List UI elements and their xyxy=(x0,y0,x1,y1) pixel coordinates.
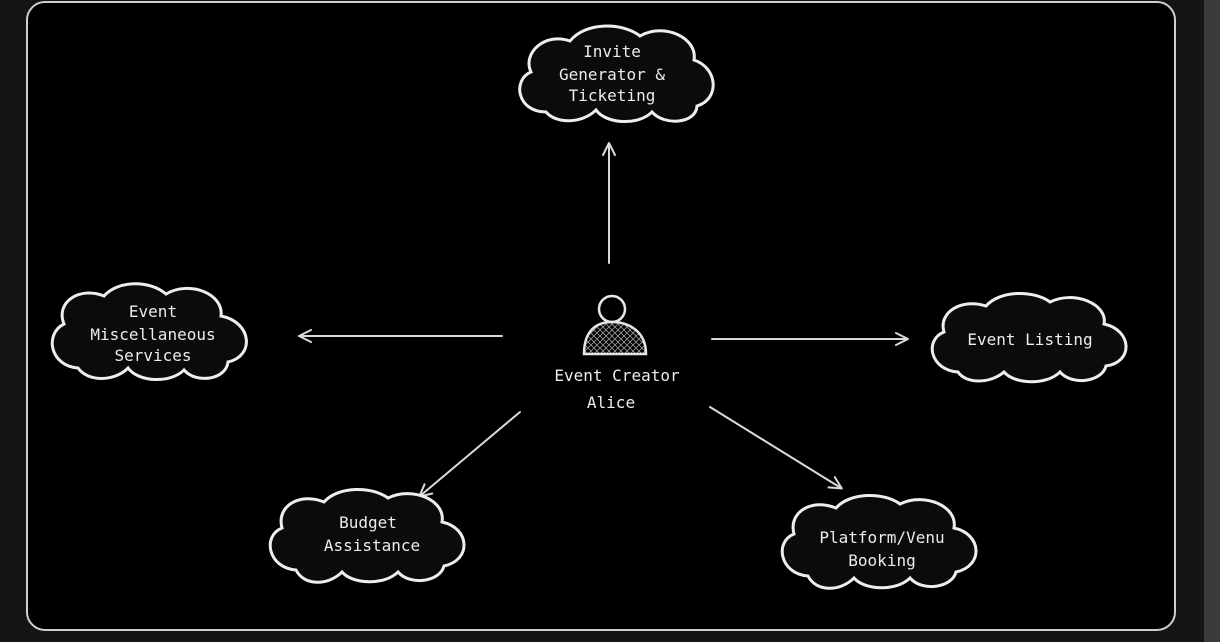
node-platform-venu-booking: Platform/Venu Booking xyxy=(780,493,978,590)
actor-name-label: Alice xyxy=(587,393,635,412)
node-budget-assistance: Budget Assistance xyxy=(268,487,466,584)
cloud-shape xyxy=(50,282,248,382)
node-label-line-2: Miscellaneous xyxy=(90,325,215,344)
cloud-shape xyxy=(268,487,466,584)
actor-body-icon xyxy=(582,320,648,356)
cloud-shape xyxy=(930,291,1128,384)
node-label-line-1: Event Listing xyxy=(967,330,1092,349)
cloud-shape xyxy=(780,493,978,590)
node-label-line-3: Services xyxy=(114,346,191,365)
node-label-line-1: Invite xyxy=(583,42,641,61)
right-edge-panel xyxy=(1204,0,1220,642)
node-label-line-2: Booking xyxy=(848,551,915,570)
node-label-line-2: Generator & xyxy=(559,65,665,84)
node-invite-generator-ticketing: Invite Generator & Ticketing xyxy=(518,24,715,124)
node-label-line-3: Ticketing xyxy=(569,86,656,105)
node-event-listing: Event Listing xyxy=(930,291,1128,384)
arrow-to-budget xyxy=(418,411,521,498)
actor-role-label: Event Creator xyxy=(554,366,680,385)
cloud-shape xyxy=(518,24,715,124)
node-label-line-1: Budget xyxy=(339,513,397,532)
actor-head-icon xyxy=(597,294,627,324)
node-label-line-1: Event xyxy=(129,302,177,321)
arrow-to-platform xyxy=(709,406,843,490)
node-event-misc-services: Event Miscellaneous Services xyxy=(50,282,248,382)
actor-event-creator: Event Creator Alice xyxy=(554,294,680,412)
node-label-line-2: Assistance xyxy=(324,536,420,555)
node-label-line-1: Platform/Venu xyxy=(819,528,944,547)
